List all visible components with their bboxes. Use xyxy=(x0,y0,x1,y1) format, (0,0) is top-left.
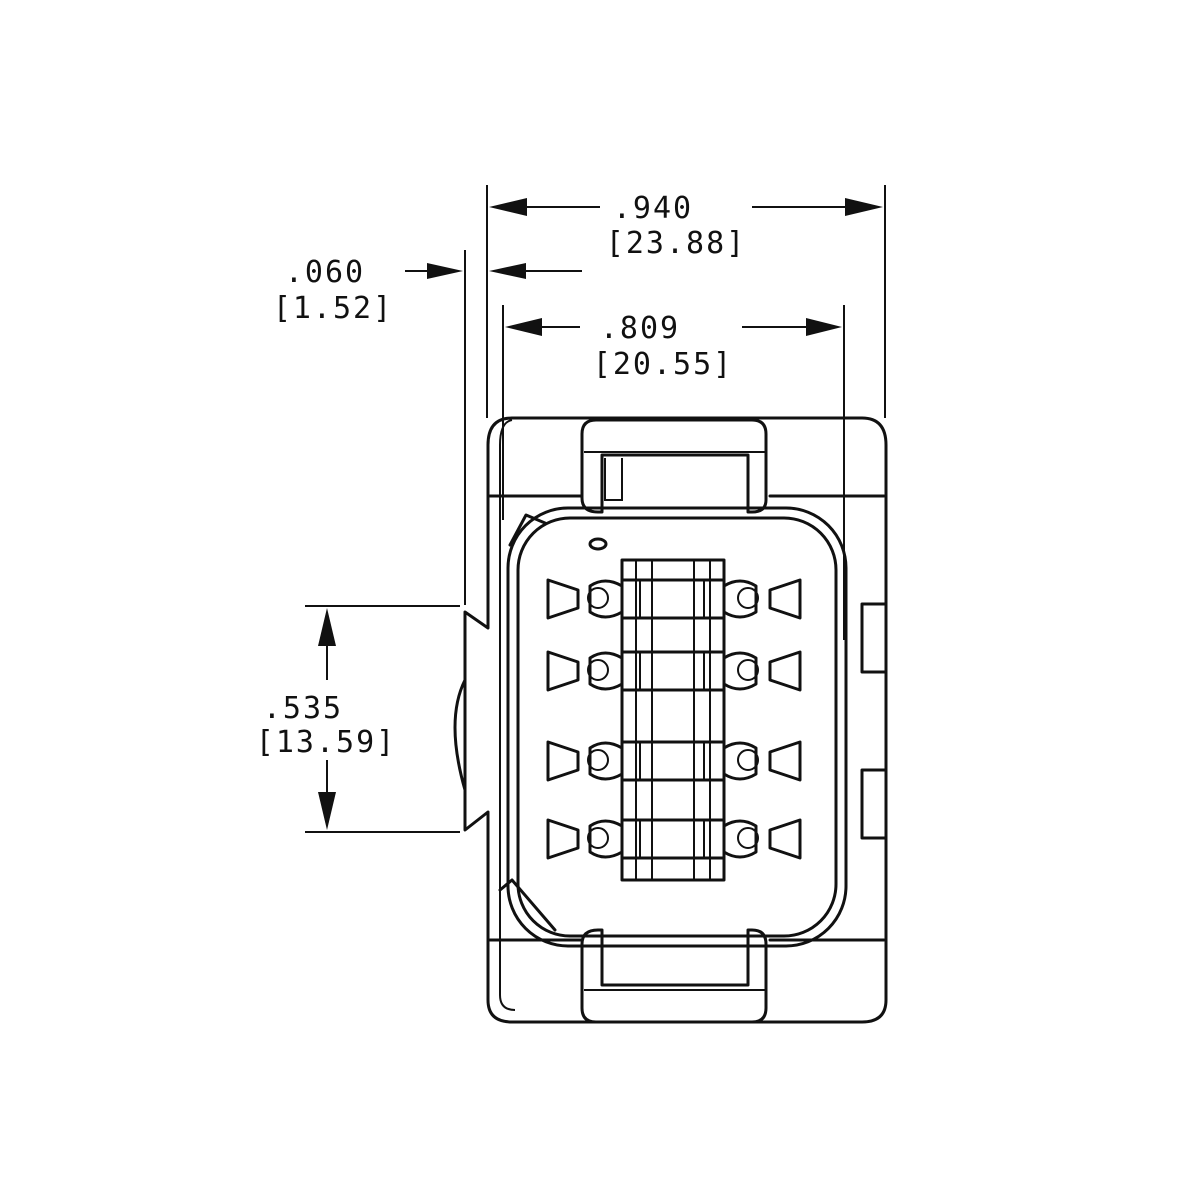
dimension-height: .535 [13.59] xyxy=(256,605,460,833)
key-mark xyxy=(588,537,608,551)
terminal-left-outer xyxy=(546,578,580,620)
dimension-flange-offset: .060 [1.52] xyxy=(273,250,582,605)
right-tab-upper xyxy=(860,602,888,674)
connector-housing xyxy=(453,416,888,1024)
dim-535-metric: [13.59] xyxy=(256,725,396,760)
terminal-row xyxy=(546,818,802,860)
dim-809-imperial: .809 xyxy=(600,311,680,346)
dim-809-metric: [20.55] xyxy=(593,347,733,382)
terminal-right-outer xyxy=(768,578,802,620)
dim-940-metric: [23.88] xyxy=(606,226,746,261)
terminal-row xyxy=(546,650,802,692)
terminal-right xyxy=(722,579,758,619)
right-tab-lower xyxy=(860,768,888,840)
terminal-row xyxy=(546,578,802,620)
dim-535-imperial: .535 xyxy=(263,691,343,726)
dim-060-imperial: .060 xyxy=(285,255,365,290)
terminal-left xyxy=(588,579,624,619)
dimension-inner-width: .809 [20.55] xyxy=(502,305,845,640)
dim-060-metric: [1.52] xyxy=(273,291,393,326)
top-latch xyxy=(580,418,768,514)
connector-cavity xyxy=(506,506,848,948)
dimension-overall-width: .940 [23.88] xyxy=(486,185,886,418)
terminal-carrier xyxy=(620,558,726,882)
bottom-latch xyxy=(580,928,768,1024)
terminal-rows xyxy=(546,578,802,860)
terminal-row xyxy=(546,740,802,782)
dim-940-imperial: .940 xyxy=(613,191,693,226)
